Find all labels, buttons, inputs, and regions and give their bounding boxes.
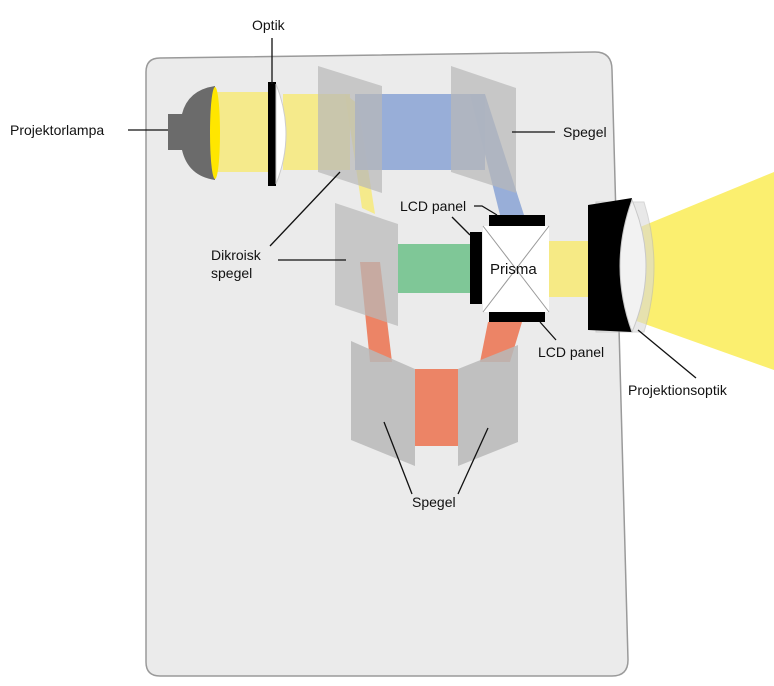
label-mirror-bottom: Spegel: [412, 494, 456, 510]
mirror-bottom-left: [351, 341, 415, 466]
green-beam: [398, 244, 470, 293]
projector-lamp-icon: [168, 86, 215, 180]
dichroic-mirror-lower: [335, 203, 398, 326]
lcd-panel-left: [470, 232, 482, 304]
mirror-bottom-right: [458, 345, 518, 466]
label-mirror-top: Spegel: [563, 124, 607, 140]
prism-diagonal-2: [482, 225, 550, 313]
leader-projection-optics: [637, 329, 697, 379]
leader-lcd-panel-top: [474, 205, 498, 216]
leader-lcd-panel-top-left: [451, 216, 471, 236]
label-dichroic-mirror-line2: spegel: [211, 265, 252, 281]
leader-mirror-bottom-left: [383, 421, 413, 495]
label-dichroic-mirror-line1: Dikroisk: [211, 247, 262, 263]
label-projection-optics: Projektionsoptik: [628, 382, 728, 398]
leader-mirror-bottom-right: [457, 427, 489, 495]
mirror-top-right: [451, 66, 516, 193]
label-prism: Prisma: [490, 261, 537, 278]
red-beam-bottom: [415, 369, 458, 446]
label-optics: Optik: [252, 17, 286, 33]
output-light-beam: [628, 172, 774, 370]
projection-lens-inner: [619, 198, 647, 334]
leader-lcd-panel-bottom: [539, 321, 557, 341]
lcd-panel-top: [489, 215, 545, 226]
lcd-panel-bottom: [489, 312, 545, 322]
dichroic-mirror-top: [318, 66, 382, 193]
optics-lens-frame: [268, 82, 276, 186]
label-lcd-panel-bottom: LCD panel: [538, 344, 604, 360]
combined-beam: [549, 241, 591, 297]
optics-lens: [275, 83, 287, 185]
label-projector-lamp: Projektorlampa: [10, 122, 104, 138]
label-lcd-panel-top: LCD panel: [400, 198, 466, 214]
yellow-beam-lamp: [212, 92, 274, 172]
projection-optics-icon: [588, 198, 632, 332]
lamp-glow: [210, 87, 220, 179]
leader-dichroic-1: [269, 171, 341, 247]
